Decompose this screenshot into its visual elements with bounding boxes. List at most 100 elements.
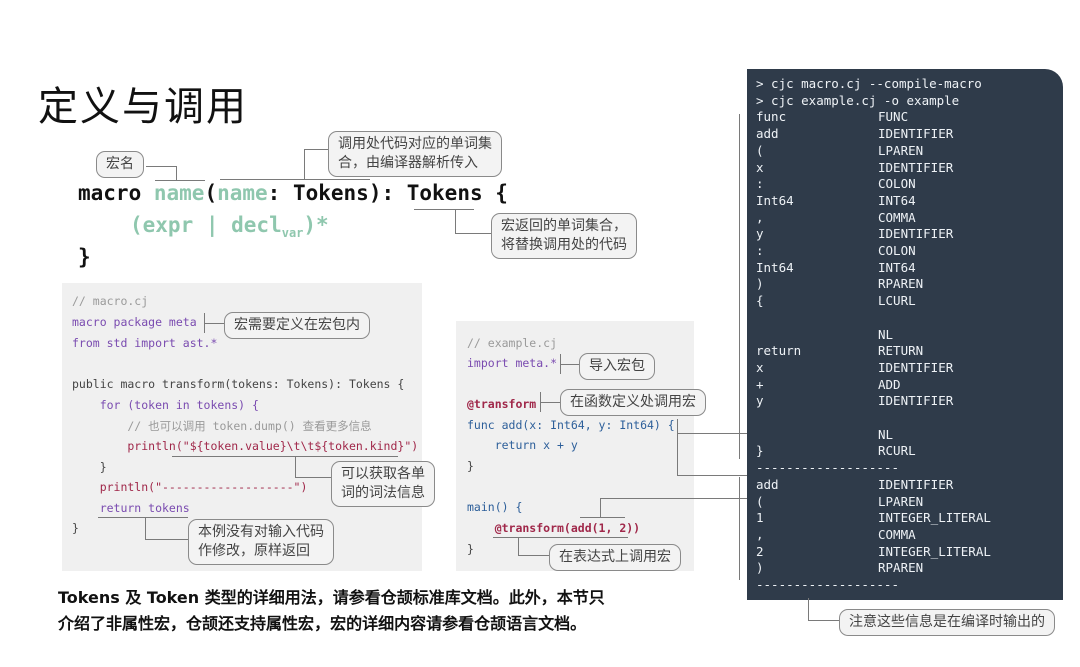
- bracket-line: [739, 477, 740, 580]
- terminal-token-value: 1: [756, 510, 764, 526]
- closing-brace: }: [78, 245, 91, 269]
- code-line: }: [467, 459, 474, 473]
- terminal-token-kind: RPAREN: [878, 276, 924, 292]
- terminal-token-value: y: [756, 393, 764, 409]
- terminal-token-value: :: [756, 243, 764, 258]
- terminal-token-value: ,: [756, 526, 764, 542]
- code-line: func add(x: Int64, y: Int64) {: [467, 418, 675, 432]
- terminal-command: > cjc example.cj -o example: [756, 92, 960, 108]
- callout-get-tokens: 可以获取各单 词的词法信息: [331, 461, 435, 507]
- callout-expr-call: 在表达式上调用宏: [549, 544, 681, 571]
- terminal-token-kind: IDENTIFIER: [878, 476, 954, 492]
- terminal-token-value: ): [756, 276, 764, 292]
- leader-line: [145, 517, 146, 539]
- callout-package: 宏需要定义在宏包内: [224, 312, 370, 339]
- leader-line: [540, 402, 560, 403]
- underline: [493, 537, 628, 538]
- terminal-token-value: +: [756, 376, 764, 392]
- terminal-token-value: ): [756, 560, 764, 576]
- code-line: }: [467, 542, 474, 556]
- terminal-token-value: {: [756, 293, 764, 309]
- description-line-1: Tokens 及 Token 类型的详细用法，请参看仓颉标准库文档。此外，本节只: [58, 588, 605, 607]
- terminal-token-kind: IDENTIFIER: [878, 126, 954, 142]
- leader-line: [808, 598, 809, 620]
- leader-line: [518, 555, 549, 556]
- callout-return-unchanged: 本例没有对输入代码 作修改，原样返回: [188, 519, 334, 565]
- leader-line: [600, 498, 747, 499]
- terminal-token-value: y: [756, 226, 764, 242]
- code-line: from std import ast.*: [72, 336, 218, 350]
- description-line-2: 介绍了非属性宏，仓颉还支持属性宏，宏的详细内容请参看仓颉语言文档。: [58, 614, 587, 633]
- leader-line: [304, 149, 328, 150]
- terminal-token-kind: IDENTIFIER: [878, 226, 954, 242]
- terminal-token-value: add: [756, 476, 779, 492]
- terminal-token-value: x: [756, 159, 764, 175]
- terminal-token-kind: IDENTIFIER: [878, 359, 954, 375]
- leader-line: [204, 323, 224, 324]
- terminal-token-kind: INT64: [878, 259, 916, 275]
- leader-line: [176, 166, 177, 180]
- underline: [220, 179, 370, 180]
- terminal-token-kind: RPAREN: [878, 560, 924, 576]
- open-paren: (: [204, 181, 218, 205]
- leader-line: [518, 537, 519, 555]
- leader-line: [295, 477, 331, 478]
- terminal-token-value: (: [756, 142, 764, 158]
- underline: [580, 517, 625, 518]
- code-line: @transform: [467, 397, 537, 411]
- terminal-token-value: Int64: [756, 192, 794, 208]
- terminal-token-value: -------------------: [756, 577, 899, 592]
- code-line: // macro.cj: [72, 294, 149, 308]
- terminal-token-kind: COLON: [878, 176, 916, 192]
- page-title: 定义与调用: [38, 84, 248, 130]
- code-line: return x + y: [467, 438, 578, 452]
- leader-line: [600, 498, 601, 517]
- callout-param-tokens: 调用处代码对应的单词集 合，由编译器解析传入: [328, 131, 502, 177]
- param-name: name: [217, 181, 268, 205]
- code-line: }: [72, 521, 79, 535]
- terminal-token-kind: NL: [878, 326, 894, 342]
- terminal-token-value: x: [756, 359, 764, 375]
- terminal-token-value: 2: [756, 543, 764, 559]
- terminal-token-kind: IDENTIFIER: [878, 393, 954, 409]
- terminal-token-kind: IDENTIFIER: [878, 159, 954, 175]
- terminal-token-kind: LCURL: [878, 293, 916, 309]
- code-line: }: [72, 460, 107, 474]
- terminal-token-value: -------------------: [756, 460, 899, 476]
- terminal-token-kind: INT64: [878, 192, 916, 208]
- code-line: main() {: [467, 500, 523, 514]
- terminal-token-kind: FUNC: [878, 109, 909, 125]
- terminal-token-kind: INTEGER_LITERAL: [878, 510, 991, 526]
- terminal-token-value: :: [756, 176, 764, 192]
- macro-signature: macro name(name: Tokens): Tokens {: [78, 181, 508, 205]
- underline: [414, 209, 474, 210]
- terminal-token-kind: COLON: [878, 243, 916, 258]
- callout-import: 导入宏包: [579, 353, 655, 380]
- leader-line: [560, 364, 579, 365]
- terminal-token-kind: NL: [878, 426, 894, 442]
- code-line: public macro transform(tokens: Tokens): …: [72, 377, 405, 391]
- terminal-token-kind: COMMA: [878, 526, 916, 542]
- description: Tokens 及 Token 类型的详细用法，请参看仓颉标准库文档。此外，本节只…: [58, 585, 605, 637]
- code-line: for (token in tokens) {: [72, 398, 259, 412]
- macro-keyword: macro: [78, 181, 154, 205]
- bracket-line: [677, 433, 747, 434]
- terminal-token-value: ,: [756, 209, 764, 225]
- terminal-token-kind: COMMA: [878, 209, 916, 225]
- callout-define-call: 在函数定义处调用宏: [560, 389, 706, 416]
- terminal-token-kind: LPAREN: [878, 493, 924, 509]
- underline: [98, 517, 188, 518]
- bracket-line: [739, 114, 740, 459]
- terminal-token-kind: INTEGER_LITERAL: [878, 543, 991, 559]
- code-line: @transform(add(1, 2)): [467, 521, 641, 535]
- leader-line: [145, 539, 188, 540]
- leader-line: [455, 233, 491, 234]
- terminal-token-value: return: [756, 343, 802, 359]
- macro-name: name: [153, 181, 205, 205]
- code-line: import meta.*: [467, 356, 558, 370]
- terminal-token-kind: LPAREN: [878, 142, 924, 158]
- callout-compile-output: 注意这些信息是在编译时输出的: [839, 609, 1055, 636]
- underline: [172, 456, 398, 457]
- code-line: // example.cj: [467, 336, 558, 350]
- terminal-token-value: func: [756, 109, 787, 125]
